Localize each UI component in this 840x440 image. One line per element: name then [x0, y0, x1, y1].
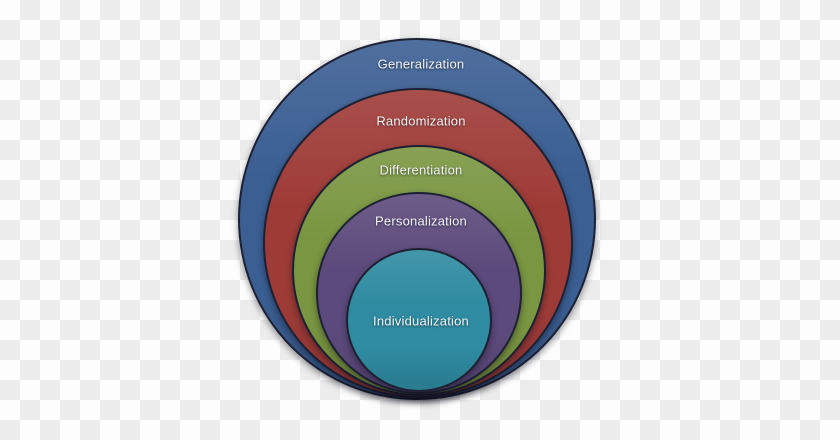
label-differentiation: Differentiation: [379, 162, 463, 178]
ring-individualization: [346, 248, 492, 392]
label-randomization: Randomization: [376, 113, 466, 129]
label-individualization: Individualization: [373, 313, 469, 329]
label-personalization: Personalization: [375, 213, 467, 229]
label-generalization: Generalization: [377, 56, 465, 72]
